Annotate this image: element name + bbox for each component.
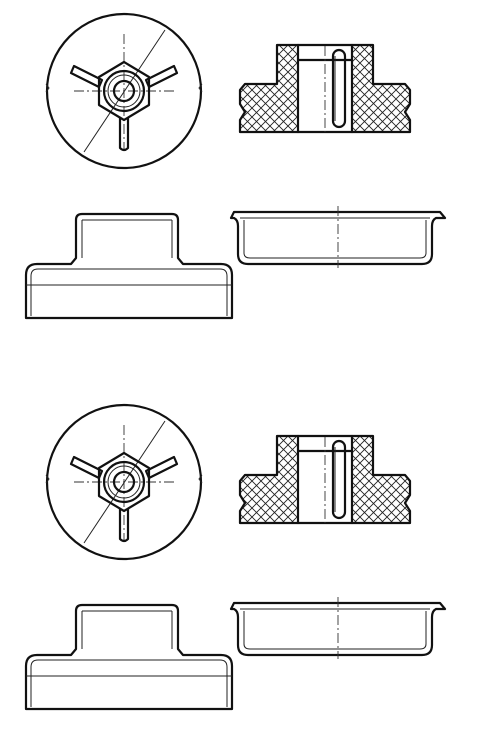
cross-section-hatched bbox=[238, 434, 412, 525]
top-view-circle bbox=[44, 403, 204, 561]
front-view-hat bbox=[24, 603, 234, 711]
section-view-cup bbox=[229, 204, 447, 270]
lower-view-group bbox=[24, 403, 447, 711]
upper-view-group bbox=[24, 12, 447, 320]
front-view-hat bbox=[24, 212, 234, 320]
section-view-cup bbox=[229, 595, 447, 661]
cross-section-hatched bbox=[238, 43, 412, 134]
top-view-circle bbox=[44, 12, 204, 170]
